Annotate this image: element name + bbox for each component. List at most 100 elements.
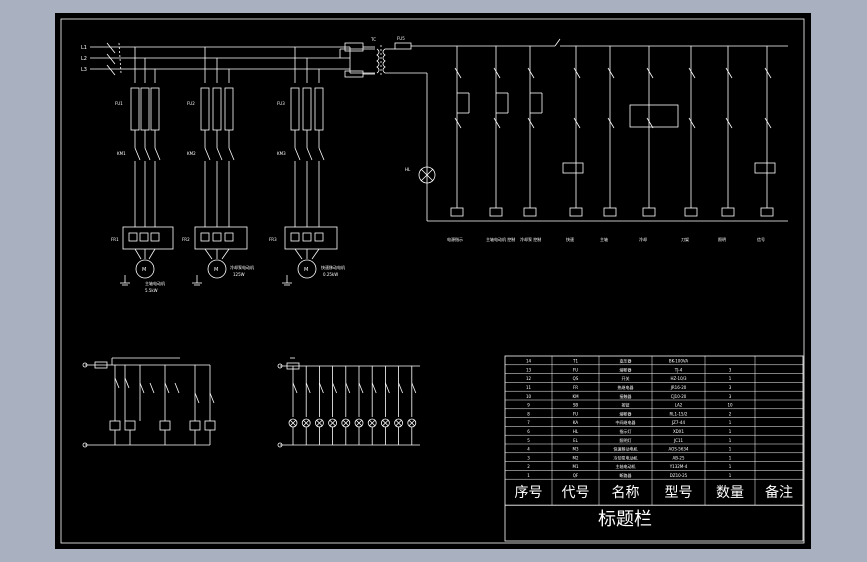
contactor-label-1: KM1	[117, 151, 126, 156]
table-cell: 6	[527, 429, 530, 434]
relay-coil	[684, 207, 698, 217]
motor-label-3: M	[304, 267, 308, 273]
table-cell: QF	[573, 473, 579, 478]
table-cell: DZ10-25	[670, 473, 688, 478]
table-cell: 10	[526, 394, 532, 399]
table-cell: 3	[729, 367, 732, 372]
table-header: 代号	[562, 485, 590, 501]
table-cell: 13	[526, 367, 532, 372]
table-cell: T1	[572, 359, 578, 364]
table-cell: BK-100VA	[669, 359, 689, 364]
table-cell: AB-25	[672, 455, 684, 460]
motor-label-2: M	[214, 267, 218, 273]
table-header: 备注	[765, 484, 793, 501]
table-cell: 1	[729, 464, 732, 469]
lamp-row	[288, 366, 417, 445]
lamp-cross	[289, 419, 297, 427]
table-cell: 照明灯	[620, 437, 632, 443]
table-cell: RL1-15/2	[670, 411, 688, 416]
sub-circuit-left	[82, 357, 216, 448]
lamp-cross	[316, 419, 323, 427]
table-cell: 10	[727, 403, 733, 408]
relay-coil	[721, 207, 735, 217]
table-cell: M1	[573, 464, 579, 469]
lamp-cross	[342, 419, 350, 427]
rung-label: 快速	[566, 236, 574, 242]
power-bus	[90, 42, 375, 76]
table-cell: KA	[573, 420, 579, 425]
indicator-lamp	[418, 166, 436, 184]
table-cell: JZ7-44	[671, 420, 685, 425]
table-cell: XDX1	[673, 429, 685, 434]
relay-coil	[569, 207, 583, 217]
drawing-frame	[60, 18, 805, 544]
relay-coil	[489, 207, 503, 217]
table-cell: 7	[527, 420, 530, 425]
drawing-sheet: L1 L2 L3 FU1 KM1 FR1 M 主轴电动机 5.5kW FU2 K…	[55, 13, 811, 549]
rung-contact	[527, 117, 535, 129]
table-cell: 熔断器	[620, 410, 632, 416]
table-cell: 接触器	[620, 393, 632, 399]
lamp-switch	[319, 382, 324, 394]
time-relay	[754, 162, 776, 174]
table-cell: 2	[729, 411, 732, 416]
table-cell: M3	[573, 447, 579, 452]
table-cell: KM	[572, 394, 579, 399]
motor-3	[297, 259, 317, 279]
table-cell: EL	[573, 438, 579, 443]
lamp-switch	[398, 382, 403, 394]
table-cell: 按钮	[622, 402, 630, 408]
table-cell: HL	[573, 429, 579, 434]
table-cell: 主轴电动机	[616, 463, 636, 469]
table-cell: 1	[527, 473, 530, 478]
table-cell: 12	[526, 376, 532, 381]
table-cell: 1	[729, 455, 732, 460]
rung-contact	[573, 117, 581, 129]
table-cell: M2	[573, 455, 579, 460]
rung-label: 冷却泵 控制	[520, 236, 541, 242]
lamp-cross	[355, 419, 363, 427]
table-cell: 9	[527, 403, 530, 408]
table-cell: AOS-5634	[669, 447, 689, 452]
table-cell: JC11	[673, 438, 684, 443]
table-cell: HZ-10/3	[670, 376, 687, 381]
table-cell: 指示灯	[620, 428, 632, 434]
table-cell: Y132M-4	[669, 464, 688, 469]
rung-contact	[646, 67, 654, 79]
table-cell: FU	[573, 367, 578, 372]
table-cell: 14	[526, 359, 532, 364]
table-cell: SB	[573, 403, 579, 408]
rung-label: 照明	[718, 237, 726, 242]
lamp-switch	[292, 382, 298, 394]
rung-contact	[527, 67, 535, 79]
phase-label-l3: L3	[81, 67, 87, 73]
relay-coil	[760, 207, 774, 217]
rung-label: 电源指示	[447, 236, 463, 242]
table-cell: 1	[729, 429, 732, 434]
table-header: 序号	[515, 485, 543, 501]
rung-contact	[764, 67, 772, 79]
lamp-cross	[395, 419, 402, 427]
table-cell: 3	[729, 385, 732, 390]
contactor-label-2: KM2	[187, 151, 196, 156]
rung-contact	[688, 117, 696, 129]
motor-rating-3: 0.25kW	[323, 272, 338, 277]
table-cell: JR16-20	[670, 385, 687, 390]
table-cell: 断路器	[620, 472, 632, 478]
rung-label: 信号	[757, 236, 765, 242]
lamp-switch	[332, 382, 337, 394]
table-cell: 5	[527, 438, 530, 443]
table-cell: 中间继电器	[616, 419, 636, 425]
lamp-cross	[368, 419, 376, 427]
breaker-label-3: FU3	[277, 101, 285, 106]
fuse-label: FU5	[397, 36, 405, 41]
table-cell: 开关	[622, 375, 630, 381]
motor-rating-2: 125W	[233, 272, 245, 277]
table-cell: 熔断器	[620, 366, 632, 372]
motor-branch-3	[282, 47, 338, 286]
rung-label: 冷却	[639, 236, 647, 242]
relay-block	[629, 104, 679, 128]
rung-contact	[725, 117, 733, 129]
table-cell: FR	[573, 385, 578, 390]
